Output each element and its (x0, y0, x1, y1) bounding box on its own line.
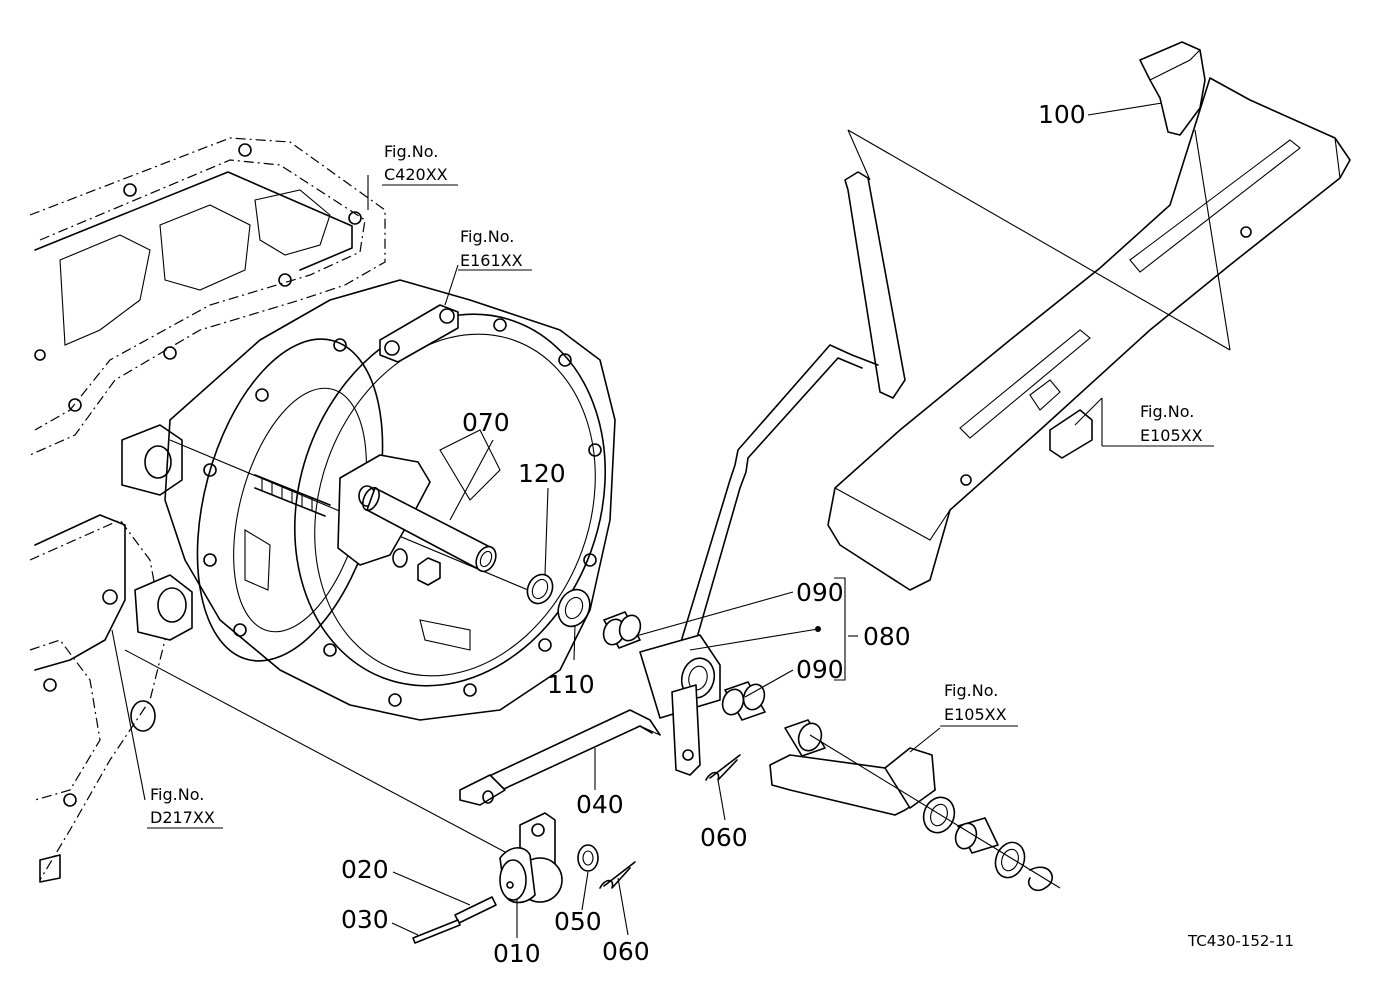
fig-ref-d217-caption: Fig.No. (150, 785, 204, 804)
step-platform-drawing (827, 77, 1351, 591)
part-label-110[interactable]: 110 (547, 670, 595, 699)
pin-030-drawing (412, 919, 461, 944)
part-label-090-lower[interactable]: 090 (796, 655, 844, 684)
washer-110-drawing (557, 588, 591, 628)
fig-ref-e105-lever-code: E105XX (944, 705, 1007, 724)
fig-ref-c420-caption: Fig.No. (384, 142, 438, 161)
transmission-housing-drawing (29, 137, 541, 883)
clutch-housing-drawing (164, 279, 616, 721)
fig-ref-c420[interactable]: Fig.No. C420XX (382, 142, 458, 186)
split-pin-060-upper-drawing (705, 754, 741, 781)
part-label-090-upper[interactable]: 090 (796, 578, 844, 607)
part-labels: 100 070 120 110 090 080 090 040 060 020 … (341, 100, 1086, 968)
part-label-040[interactable]: 040 (576, 790, 624, 819)
part-label-100[interactable]: 100 (1038, 100, 1086, 129)
fig-ref-d217[interactable]: Fig.No. D217XX (147, 785, 223, 829)
bushing-090-lower-drawing (721, 681, 766, 721)
rod-040-drawing (459, 709, 661, 806)
shaft-070-drawing (337, 454, 497, 586)
washer-050-drawing (577, 844, 599, 872)
fig-ref-e105-platform-caption: Fig.No. (1140, 402, 1194, 421)
part-label-080[interactable]: 080 (863, 622, 911, 651)
diagram-code: TC430-152-11 (1187, 932, 1294, 950)
part-label-020[interactable]: 020 (341, 855, 389, 884)
fig-ref-e105-lever[interactable]: Fig.No. E105XX (940, 681, 1018, 727)
part-label-070[interactable]: 070 (462, 408, 510, 437)
brake-lever-assembly-drawing (769, 719, 1061, 892)
fig-ref-e105-platform[interactable]: Fig.No. E105XX (1101, 398, 1214, 447)
fig-ref-e161-caption: Fig.No. (460, 227, 514, 246)
ring-120-drawing (526, 573, 554, 605)
clutch-pedal-080-drawing (639, 171, 906, 776)
fig-ref-e161[interactable]: Fig.No. E161XX (458, 227, 532, 271)
part-label-060-lower[interactable]: 060 (602, 937, 650, 966)
leader-lines (111, 102, 1163, 938)
fig-ref-e161-code: E161XX (460, 251, 523, 270)
fig-ref-e105-lever-caption: Fig.No. (944, 681, 998, 700)
fig-ref-c420-code: C420XX (384, 165, 448, 184)
part-label-030[interactable]: 030 (341, 905, 389, 934)
fig-ref-d217-code: D217XX (150, 808, 215, 827)
part-label-120[interactable]: 120 (518, 459, 566, 488)
part-label-050[interactable]: 050 (554, 907, 602, 936)
knob-100-drawing (1139, 41, 1206, 136)
fig-ref-e105-platform-code: E105XX (1140, 426, 1203, 445)
part-label-060-upper[interactable]: 060 (700, 823, 748, 852)
lever-010-drawing (499, 812, 563, 904)
bushing-090-upper-drawing (602, 611, 642, 649)
split-pin-060-lower-drawing (599, 861, 636, 889)
part-label-010[interactable]: 010 (493, 939, 541, 968)
